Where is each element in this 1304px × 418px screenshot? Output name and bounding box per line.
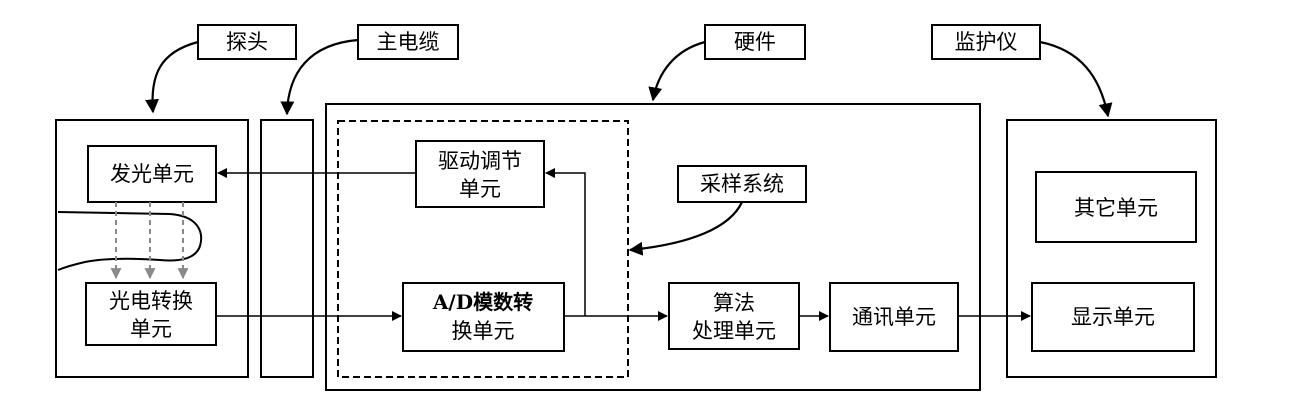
light-emit-unit — [87, 145, 217, 203]
callout-hardware: 硬件 — [704, 24, 806, 60]
light-emit-label: 发光单元 — [110, 162, 194, 186]
photo-convert-unit — [85, 282, 217, 346]
drive-adjust-label-line1: 驱动调节 — [438, 149, 522, 173]
other-unit — [1035, 171, 1197, 243]
drive-adjust-unit — [415, 140, 545, 208]
drive-adjust-label-line2: 单元 — [459, 177, 501, 201]
sampling-system-region — [337, 120, 629, 378]
sampling-system-pointer-arrow — [628, 201, 743, 256]
wire-feedback-to-drive — [545, 168, 586, 316]
ad-convert-label-line2: 换单元 — [452, 319, 515, 343]
photo-convert-label-line2: 单元 — [130, 317, 172, 341]
display-unit-label: 显示单元 — [1071, 305, 1155, 329]
ad-convert-label-line1: A/D模数转 — [432, 290, 533, 314]
callout-monitor-label: 监护仪 — [955, 30, 1018, 54]
hardware-pointer-arrow — [648, 40, 706, 102]
probe-frame — [55, 119, 249, 378]
callout-probe: 探头 — [197, 24, 297, 60]
algorithm-label-line1: 算法 — [713, 291, 755, 315]
algorithm-unit — [668, 282, 800, 350]
other-unit-label: 其它单元 — [1074, 196, 1158, 220]
callout-hardware-label: 硬件 — [734, 30, 776, 54]
monitor-pointer-arrow — [1039, 40, 1113, 118]
callout-main-cable: 主电缆 — [357, 24, 459, 60]
callout-sampling-system: 采样系统 — [677, 165, 807, 203]
callout-probe-label: 探头 — [226, 30, 268, 54]
ad-convert-unit — [402, 282, 565, 352]
display-unit — [1031, 282, 1195, 352]
photo-convert-label-line1: 光电转换 — [109, 289, 193, 313]
hardware-frame — [325, 103, 981, 391]
comm-unit — [829, 282, 959, 352]
comm-unit-label: 通讯单元 — [852, 305, 936, 329]
main-cable-pointer-arrow — [280, 38, 359, 116]
callout-sampling-system-label: 采样系统 — [700, 172, 784, 196]
callout-main-cable-label: 主电缆 — [377, 30, 440, 54]
main-cable-bar — [260, 119, 314, 378]
probe-pointer-arrow — [145, 40, 199, 114]
monitor-frame — [1006, 119, 1217, 378]
algorithm-label-line2: 处理单元 — [692, 319, 776, 343]
finger-illustration — [57, 211, 203, 271]
callout-monitor: 监护仪 — [931, 24, 1041, 60]
